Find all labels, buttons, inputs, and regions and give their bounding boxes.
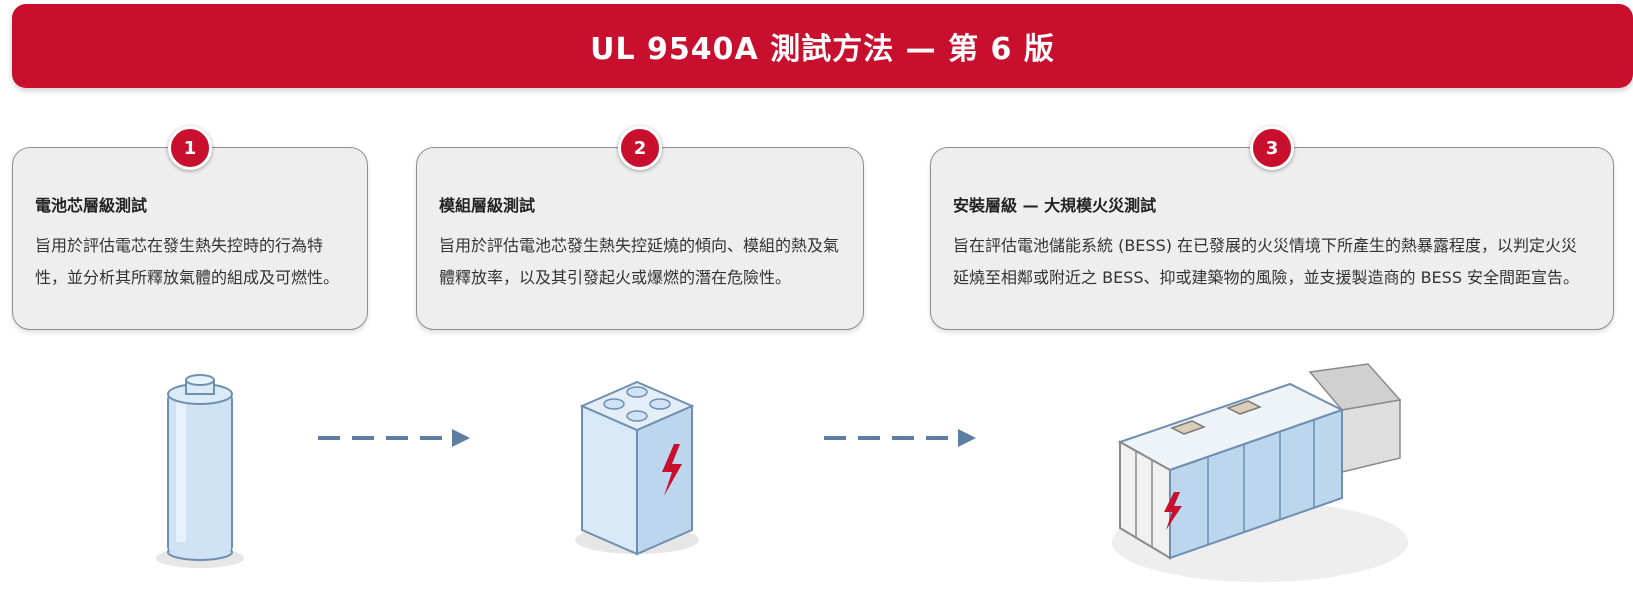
battery-module-icon	[575, 380, 699, 556]
step-description: 旨用於評估電池芯發生熱失控延燒的傾向、模組的熱及氣體釋放率，以及其引發起火或爆燃…	[439, 236, 840, 287]
step-title: 安裝層級 — 大規模火災測試	[953, 196, 1157, 215]
title-banner: UL 9540A 測試方法 — 第 6 版	[12, 4, 1633, 88]
step-description: 旨在評估電池儲能系統 (BESS) 在已發展的火災情境下所產生的熱暴露程度，以判…	[953, 236, 1580, 287]
step-card-installation: 3 安裝層級 — 大規模火災測試 旨在評估電池儲能系統 (BESS) 在已發展的…	[930, 126, 1614, 330]
battery-cell-icon	[156, 374, 244, 568]
arrow-right-icon	[824, 429, 976, 447]
step-card-module: 2 模組層級測試 旨用於評估電池芯發生熱失控延燒的傾向、模組的熱及氣體釋放率，以…	[416, 126, 864, 330]
page-title: UL 9540A 測試方法 — 第 6 版	[590, 32, 1055, 67]
step-badge-3: 3	[1250, 126, 1294, 170]
bess-container-icon	[1112, 363, 1408, 582]
step-title: 模組層級測試	[439, 196, 536, 215]
arrow-right-icon	[318, 429, 470, 447]
step-badge-2: 2	[618, 126, 662, 170]
step-badge-1: 1	[168, 126, 212, 170]
step-card-cell: 1 電池芯層級測試 旨用於評估電芯在發生熱失控時的行為特性，並分析其所釋放氣體的…	[12, 126, 368, 330]
step-title: 電池芯層級測試	[35, 196, 148, 215]
step-description: 旨用於評估電芯在發生熱失控時的行為特性，並分析其所釋放氣體的組成及可燃性。	[35, 236, 340, 287]
